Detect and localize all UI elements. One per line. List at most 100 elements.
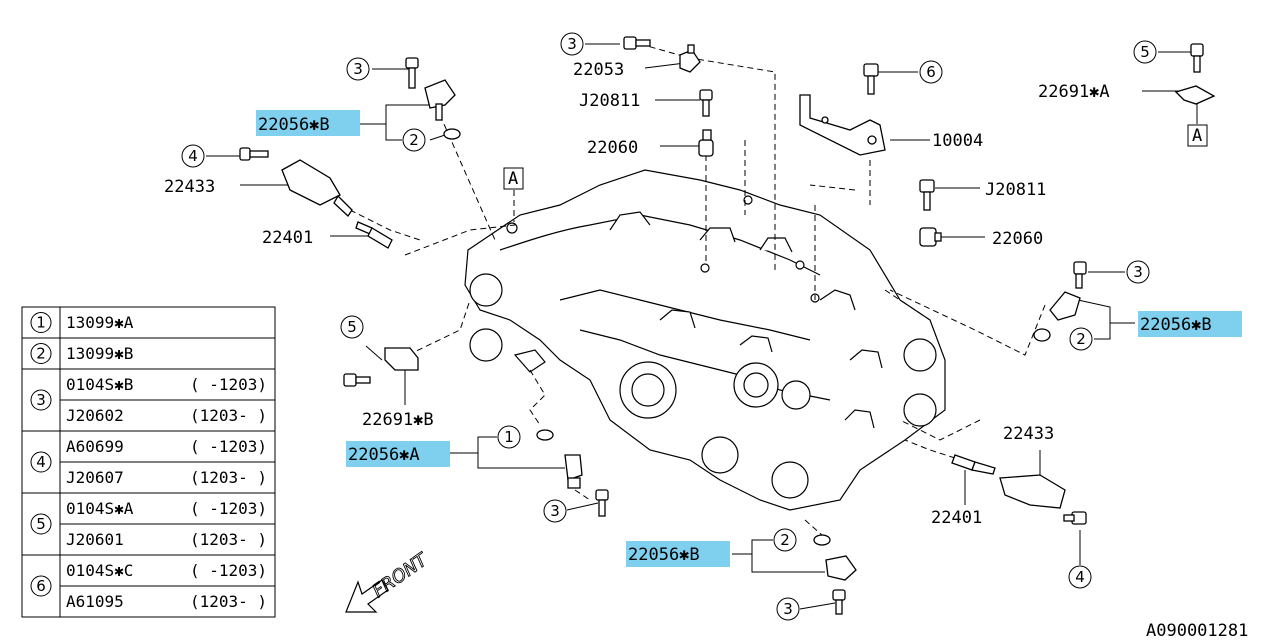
callouts: 3 2 4 3 6 5 3 2 5 1 3 2 3 4 — [181, 32, 1157, 621]
table-group-2: 2 13099✱B — [21, 337, 276, 370]
spark-plug-icon — [355, 221, 393, 249]
callout-3: 3 — [560, 32, 584, 56]
table-part-number: J20602 — [66, 406, 124, 425]
ignition-coil-icon — [999, 474, 1066, 509]
bolt-icon — [343, 373, 371, 387]
part-label-22433-right: 22433 — [1003, 424, 1054, 444]
clip-icon — [384, 347, 419, 371]
callout-4: 4 — [181, 144, 205, 168]
table-date-range: (1203- ) — [190, 592, 267, 611]
bolt-icon — [1063, 511, 1087, 525]
cam-sensor-icon — [424, 79, 456, 121]
table-callout — [30, 451, 52, 473]
part-label-22053: 22053 — [573, 60, 624, 80]
bolt-icon — [863, 63, 879, 95]
table-date-range: ( -1203) — [190, 561, 267, 580]
parts — [239, 36, 1216, 615]
callout-3: 3 — [776, 597, 800, 621]
ref-box-a: A — [1187, 124, 1208, 147]
callout-4: 4 — [1068, 565, 1092, 589]
table-callout — [30, 389, 52, 411]
table-part-number: 0104S✱A — [66, 499, 134, 518]
leader-lines — [206, 43, 1198, 610]
bolt-icon — [595, 489, 609, 517]
part-label-10004: 10004 — [932, 131, 983, 151]
table-callout-number: 2 — [36, 345, 46, 363]
svg-text:2: 2 — [409, 131, 419, 149]
o-ring-icon — [1033, 328, 1051, 342]
clip-icon — [1174, 85, 1216, 105]
table-part-number: J20601 — [66, 530, 124, 549]
svg-text:3: 3 — [567, 35, 577, 53]
table-callout-number: 1 — [36, 314, 46, 332]
bolt-icon — [239, 147, 269, 161]
table-date-range: (1203- ) — [190, 530, 267, 549]
bracket-icon — [799, 94, 886, 156]
part-label-22401-left: 22401 — [262, 228, 313, 248]
table-callout-number: 5 — [36, 515, 46, 533]
o-ring-icon — [813, 534, 831, 546]
table-part-number: 0104S✱B — [66, 375, 133, 394]
drawing-code: A090001281 — [1146, 621, 1248, 640]
svg-text:3: 3 — [550, 502, 560, 520]
part-labels: 22056✱B 22433 22401 22053 J20811 22060 1… — [164, 60, 1248, 640]
callout-5: 5 — [1133, 40, 1157, 64]
callout-3: 3 — [346, 57, 370, 81]
knock-sensor-icon — [698, 129, 714, 157]
table-callout — [30, 513, 52, 535]
table-part-number: A61095 — [66, 592, 124, 611]
svg-text:4: 4 — [188, 147, 198, 165]
crank-sensor-icon — [564, 454, 583, 489]
part-label-22691a: 22691✱A — [1038, 82, 1110, 102]
sensor-icon — [679, 44, 701, 73]
table-date-range: (1203- ) — [190, 406, 267, 425]
part-label-22056b-right: 22056✱B — [1140, 315, 1212, 335]
bolt-icon — [405, 57, 419, 89]
table-part-number: 13099✱A — [66, 313, 134, 332]
svg-text:5: 5 — [347, 318, 357, 336]
svg-text:A: A — [1192, 126, 1202, 146]
part-label-22401-right: 22401 — [931, 508, 982, 528]
front-label: FRONT — [369, 548, 433, 602]
bolt-icon — [699, 89, 713, 117]
table-part-number: 13099✱B — [66, 344, 133, 363]
ref-box-a: A — [503, 167, 524, 190]
svg-text:4: 4 — [1075, 568, 1085, 586]
svg-text:1: 1 — [504, 428, 514, 446]
svg-text:3: 3 — [783, 600, 793, 618]
part-label-22056b-left: 22056✱B — [258, 115, 330, 135]
front-arrow: FRONT — [345, 548, 433, 613]
o-ring-icon — [443, 128, 461, 140]
part-label-22056a: 22056✱A — [348, 445, 420, 465]
table-callout — [30, 343, 52, 364]
knock-sensor-icon — [919, 227, 942, 247]
part-label-22060-right: 22060 — [992, 229, 1043, 249]
bolt-icon — [919, 179, 935, 211]
table-callout-number: 6 — [36, 577, 46, 595]
svg-text:3: 3 — [353, 60, 363, 78]
highlight-boxes — [256, 110, 1242, 567]
callout-1: 1 — [497, 425, 521, 449]
cam-sensor-icon — [1049, 291, 1081, 321]
table-part-number: J20607 — [66, 468, 124, 487]
table-callout — [30, 575, 52, 597]
bolt-icon — [1190, 43, 1204, 73]
table-callout — [30, 312, 52, 333]
svg-text:2: 2 — [1076, 330, 1086, 348]
part-label-22056b-bottom: 22056✱B — [628, 545, 700, 565]
table-date-range: (1203- ) — [190, 468, 267, 487]
part-label-j20811-top: J20811 — [579, 91, 640, 111]
svg-text:2: 2 — [780, 531, 790, 549]
cylinder-head-block — [464, 169, 946, 511]
cam-sensor-icon — [825, 555, 857, 581]
o-ring-icon — [536, 429, 554, 441]
callout-3: 3 — [1126, 260, 1150, 284]
bolt-icon — [1073, 261, 1087, 289]
callout-3: 3 — [543, 499, 567, 523]
